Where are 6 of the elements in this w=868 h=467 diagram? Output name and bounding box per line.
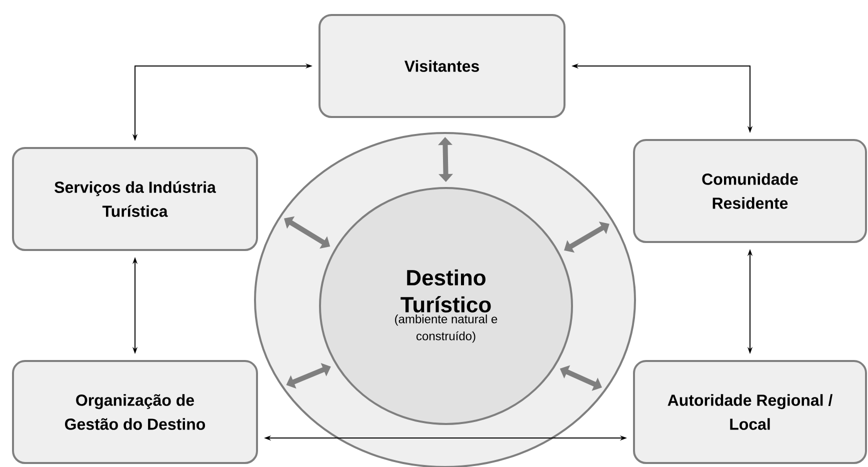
rounded-box: Visitantes — [318, 14, 566, 118]
rounded-box: Comunidade Residente — [633, 139, 867, 243]
thick-double-arrow — [564, 222, 610, 253]
rounded-box: Autoridade Regional / Local — [633, 360, 867, 464]
rounded-box: Organização de Gestão do Destino — [12, 360, 258, 464]
rounded-box: Serviços da Indústria Turística — [12, 147, 258, 251]
